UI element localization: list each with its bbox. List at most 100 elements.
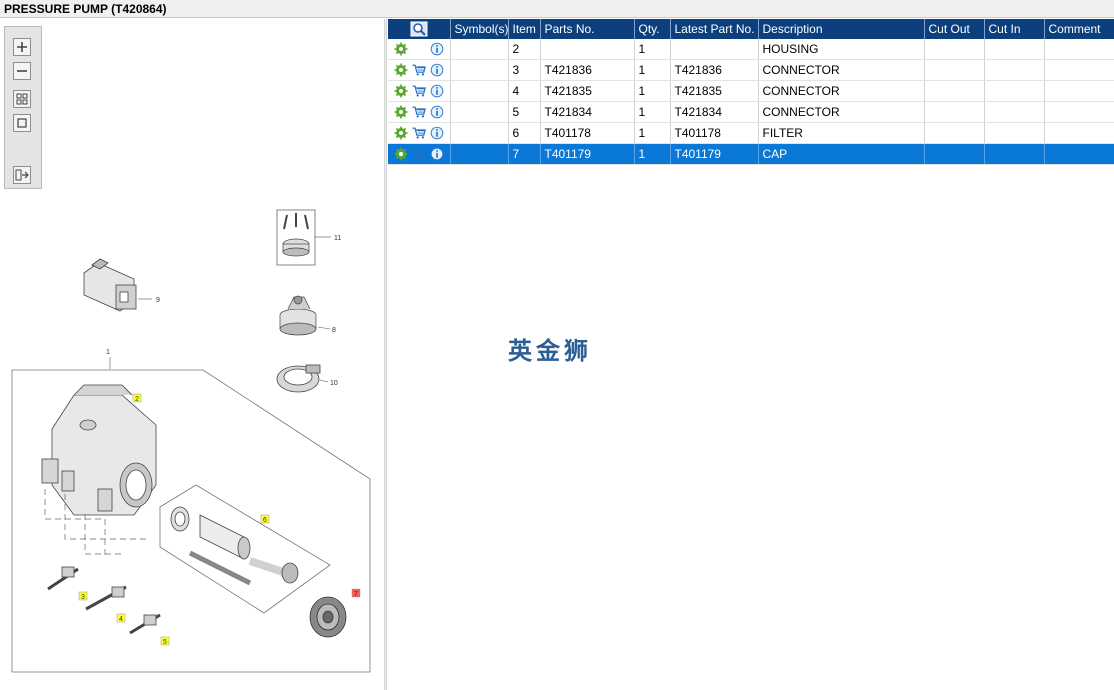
callout-10[interactable]: 10 [330,380,338,387]
cut-in-cell [984,80,1045,102]
symbols-cell [450,143,509,165]
symbols-cell [450,39,509,60]
callout-5[interactable]: 5 [163,639,167,646]
search-column-header[interactable] [388,19,451,39]
comment-cell [1044,39,1114,60]
callout-8[interactable]: 8 [332,327,336,334]
description-cell: CAP [758,143,925,165]
magnifier-icon [410,21,428,37]
actual-size-button[interactable] [13,114,31,132]
part-8-drawing [279,295,317,336]
qty-cell: 1 [634,39,671,60]
item-cell: 6 [508,122,541,144]
description-cell: FILTER [758,122,925,144]
plus-icon [17,42,27,52]
column-cut-out[interactable]: Cut Out [924,19,985,39]
info-icon[interactable] [430,84,444,98]
parts-no-cell: T421834 [540,101,635,123]
table-row-item-4[interactable]: 4 T421835 1 T421835 CONNECTOR [388,80,1114,102]
column-comment[interactable]: Comment [1044,19,1114,39]
column-item[interactable]: Item [508,19,541,39]
description-cell: CONNECTOR [758,101,925,123]
cart-icon[interactable] [412,126,426,140]
qty-cell: 1 [634,59,671,81]
square-icon [17,118,27,128]
info-icon[interactable] [430,147,444,161]
symbols-cell [450,59,509,81]
part-6-filter-drawing [170,506,299,586]
latest-part-no-cell: T401178 [670,122,759,144]
zoom-in-button[interactable] [13,38,31,56]
item-cell: 2 [508,39,541,60]
parts-no-cell: T421836 [540,59,635,81]
column-symbols[interactable]: Symbol(s) [450,19,509,39]
zoom-out-button[interactable] [13,62,31,80]
row-actions-cell [388,101,451,123]
table-row-item-2[interactable]: 2 1 HOUSING [388,39,1114,60]
diagram-pane[interactable]: 11 8 10 9 1 [0,19,384,690]
cart-icon[interactable] [412,84,426,98]
latest-part-no-cell: T401179 [670,143,759,165]
cut-out-cell [924,80,985,102]
parts-no-cell: T401178 [540,122,635,144]
column-parts-no[interactable]: Parts No. [540,19,635,39]
table-row-item-5[interactable]: 5 T421834 1 T421834 CONNECTOR [388,101,1114,123]
comment-cell [1044,122,1114,144]
gear-icon[interactable] [394,105,408,119]
symbols-cell [450,80,509,102]
column-cut-in[interactable]: Cut In [984,19,1045,39]
cut-in-cell [984,143,1045,165]
row-actions-cell [388,143,451,165]
pane-splitter[interactable] [384,19,387,690]
assembly-1-frame [11,369,371,673]
part-9-drawing [83,258,137,312]
gear-icon[interactable] [394,126,408,140]
cut-out-cell [924,39,985,60]
row-actions-cell [388,59,451,81]
exploded-parts-diagram[interactable]: 11 8 10 9 1 [0,189,384,689]
info-icon[interactable] [430,63,444,77]
callout-2[interactable]: 2 [135,396,139,403]
parts-grid-pane: Symbol(s) Item Parts No. Qty. Latest Par… [388,19,1114,690]
callout-4[interactable]: 4 [119,616,123,623]
item-cell: 5 [508,101,541,123]
info-icon[interactable] [430,105,444,119]
callout-9[interactable]: 9 [156,297,160,304]
part-6-frame [159,484,331,614]
column-latest-part-no[interactable]: Latest Part No. [670,19,759,39]
column-qty[interactable]: Qty. [634,19,671,39]
callout-3[interactable]: 3 [81,594,85,601]
info-icon[interactable] [430,126,444,140]
callout-11[interactable]: 11 [334,235,341,242]
row-actions-cell [388,122,451,144]
gear-icon[interactable] [394,147,408,161]
callout-7[interactable]: 7 [354,591,358,598]
diagram-toolbox [4,26,42,189]
part-10-drawing [276,364,321,393]
cut-in-cell [984,59,1045,81]
info-icon[interactable] [430,42,444,56]
qty-cell: 1 [634,101,671,123]
parts-no-cell [540,39,635,60]
callout-3-marker [78,591,88,601]
gear-icon[interactable] [394,42,408,56]
latest-part-no-cell: T421835 [670,80,759,102]
description-cell: HOUSING [758,39,925,60]
fit-all-button[interactable] [13,90,31,108]
callout-6[interactable]: 6 [263,517,267,524]
callout-1[interactable]: 1 [106,349,110,356]
column-description[interactable]: Description [758,19,925,39]
qty-cell: 1 [634,143,671,165]
cart-icon[interactable] [412,147,426,161]
table-row-item-6[interactable]: 6 T401178 1 T401178 FILTER [388,122,1114,144]
toggle-list-button[interactable] [13,166,31,184]
gear-icon[interactable] [394,63,408,77]
cut-out-cell [924,101,985,123]
dashed-leaders [44,489,150,559]
callout-2-marker [132,393,142,403]
gear-icon[interactable] [394,84,408,98]
table-row-item-7[interactable]: 7 T401179 1 T401179 CAP [388,143,1114,165]
cart-icon[interactable] [412,105,426,119]
table-row-item-3[interactable]: 3 T421836 1 T421836 CONNECTOR [388,59,1114,81]
cart-icon[interactable] [412,63,426,77]
